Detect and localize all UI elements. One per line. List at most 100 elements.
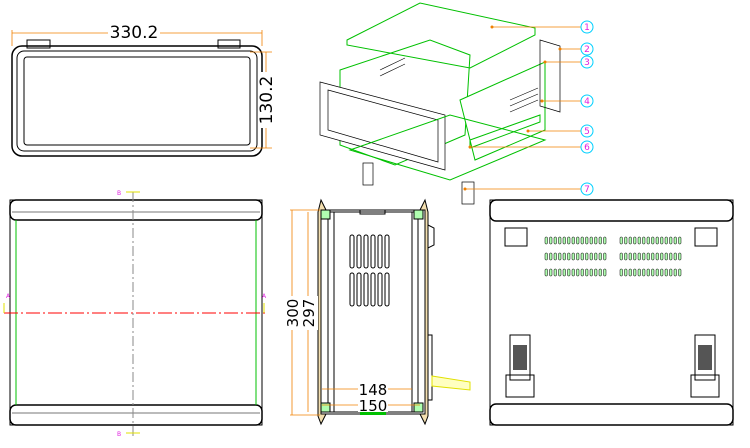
vent-slot: [571, 236, 575, 245]
vent-slot: [669, 236, 673, 245]
vent-slot: [651, 268, 655, 277]
vent-slot: [370, 234, 376, 269]
vent-slot: [544, 236, 548, 245]
vent-slot: [349, 234, 355, 269]
height-dimension: 130.2: [257, 76, 277, 125]
vent-slot: [562, 268, 566, 277]
vent-slot: [576, 268, 580, 277]
callout-3: 3: [543, 55, 594, 69]
vent-slot: [558, 236, 562, 245]
callouts: 1 2 3 4 5 6 7: [463, 20, 594, 196]
section-mark-b-top: B: [117, 190, 121, 197]
vent-slot: [363, 272, 369, 307]
vent-slot: [585, 268, 589, 277]
vent-slot: [558, 252, 562, 261]
vent-slot: [603, 268, 607, 277]
foot-right: [690, 334, 720, 398]
vent-slot: [553, 252, 557, 261]
vent-slot: [660, 236, 664, 245]
vent-slot: [567, 236, 571, 245]
inner-width-dimension: 148: [359, 381, 388, 399]
vent-slot: [646, 252, 650, 261]
vent-slot: [628, 236, 632, 245]
isometric-view: [319, 2, 561, 205]
vent-slot: [598, 236, 602, 245]
section-mark-a-right: A: [262, 293, 267, 300]
vent-slot: [603, 236, 607, 245]
vent-slot: [633, 268, 637, 277]
vent-slot: [384, 272, 390, 307]
callout-number: 7: [584, 185, 590, 195]
outer-width-dimension: 150: [359, 397, 388, 415]
section-mark-a-left: A: [6, 293, 11, 300]
vent-slot: [562, 252, 566, 261]
vent-slot: [549, 268, 553, 277]
callout-1: 1: [490, 20, 594, 34]
callout-number: 2: [584, 45, 590, 55]
callout-6: 6: [468, 140, 594, 154]
vent-slot: [655, 268, 659, 277]
vent-slot: [624, 252, 628, 261]
top-view: A A B B: [3, 190, 268, 438]
vent-slot: [642, 268, 646, 277]
front-view: 330.2 130.2: [11, 23, 277, 157]
vent-slot: [624, 268, 628, 277]
vent-slot: [594, 268, 598, 277]
callout-number: 4: [584, 97, 590, 107]
vent-slot: [664, 268, 668, 277]
vent-slot: [589, 268, 593, 277]
vent-slot: [628, 252, 632, 261]
vent-slot: [655, 252, 659, 261]
vent-slot: [646, 236, 650, 245]
vent-slot: [589, 252, 593, 261]
vent-slot: [377, 234, 383, 269]
vent-slot: [628, 268, 632, 277]
callout-number: 5: [584, 127, 590, 137]
vent-slot: [594, 252, 598, 261]
vent-slot: [598, 268, 602, 277]
vent-slot: [544, 252, 548, 261]
vent-slot: [549, 252, 553, 261]
vent-slot: [642, 236, 646, 245]
vent-slot: [585, 252, 589, 261]
section-mark-b-bottom: B: [117, 431, 121, 438]
callout-5: 5: [526, 124, 594, 138]
callout-number: 6: [584, 143, 590, 153]
vent-slot: [558, 268, 562, 277]
vent-slot: [646, 268, 650, 277]
vent-slot: [594, 236, 598, 245]
vent-slot: [571, 252, 575, 261]
vent-slot: [356, 234, 362, 269]
vent-slot: [576, 252, 580, 261]
callout-2: 2: [558, 42, 594, 56]
vent-slot: [562, 236, 566, 245]
vent-slot: [642, 252, 646, 261]
vent-slot: [553, 236, 557, 245]
vent-slot: [567, 252, 571, 261]
vent-slot: [637, 252, 641, 261]
vent-slot: [633, 252, 637, 261]
vent-slot: [678, 236, 682, 245]
vent-slot: [356, 272, 362, 307]
vent-slot: [549, 236, 553, 245]
callout-number: 1: [584, 23, 590, 33]
callout-number: 3: [584, 58, 590, 68]
vent-slot: [603, 252, 607, 261]
vent-slot: [664, 236, 668, 245]
vent-slot: [619, 236, 623, 245]
vent-slot: [580, 268, 584, 277]
vent-slot: [384, 234, 390, 269]
vent-slot: [669, 252, 673, 261]
outer-depth-dimension: 300: [284, 299, 302, 328]
foot-left: [505, 334, 535, 398]
vent-slot: [580, 236, 584, 245]
vent-slot: [553, 268, 557, 277]
vent-slot: [363, 234, 369, 269]
vent-slot: [633, 236, 637, 245]
vent-slot: [660, 252, 664, 261]
vent-slot: [673, 252, 677, 261]
vent-slot: [678, 252, 682, 261]
inner-depth-dimension: 297: [300, 299, 318, 328]
vent-slot: [655, 236, 659, 245]
